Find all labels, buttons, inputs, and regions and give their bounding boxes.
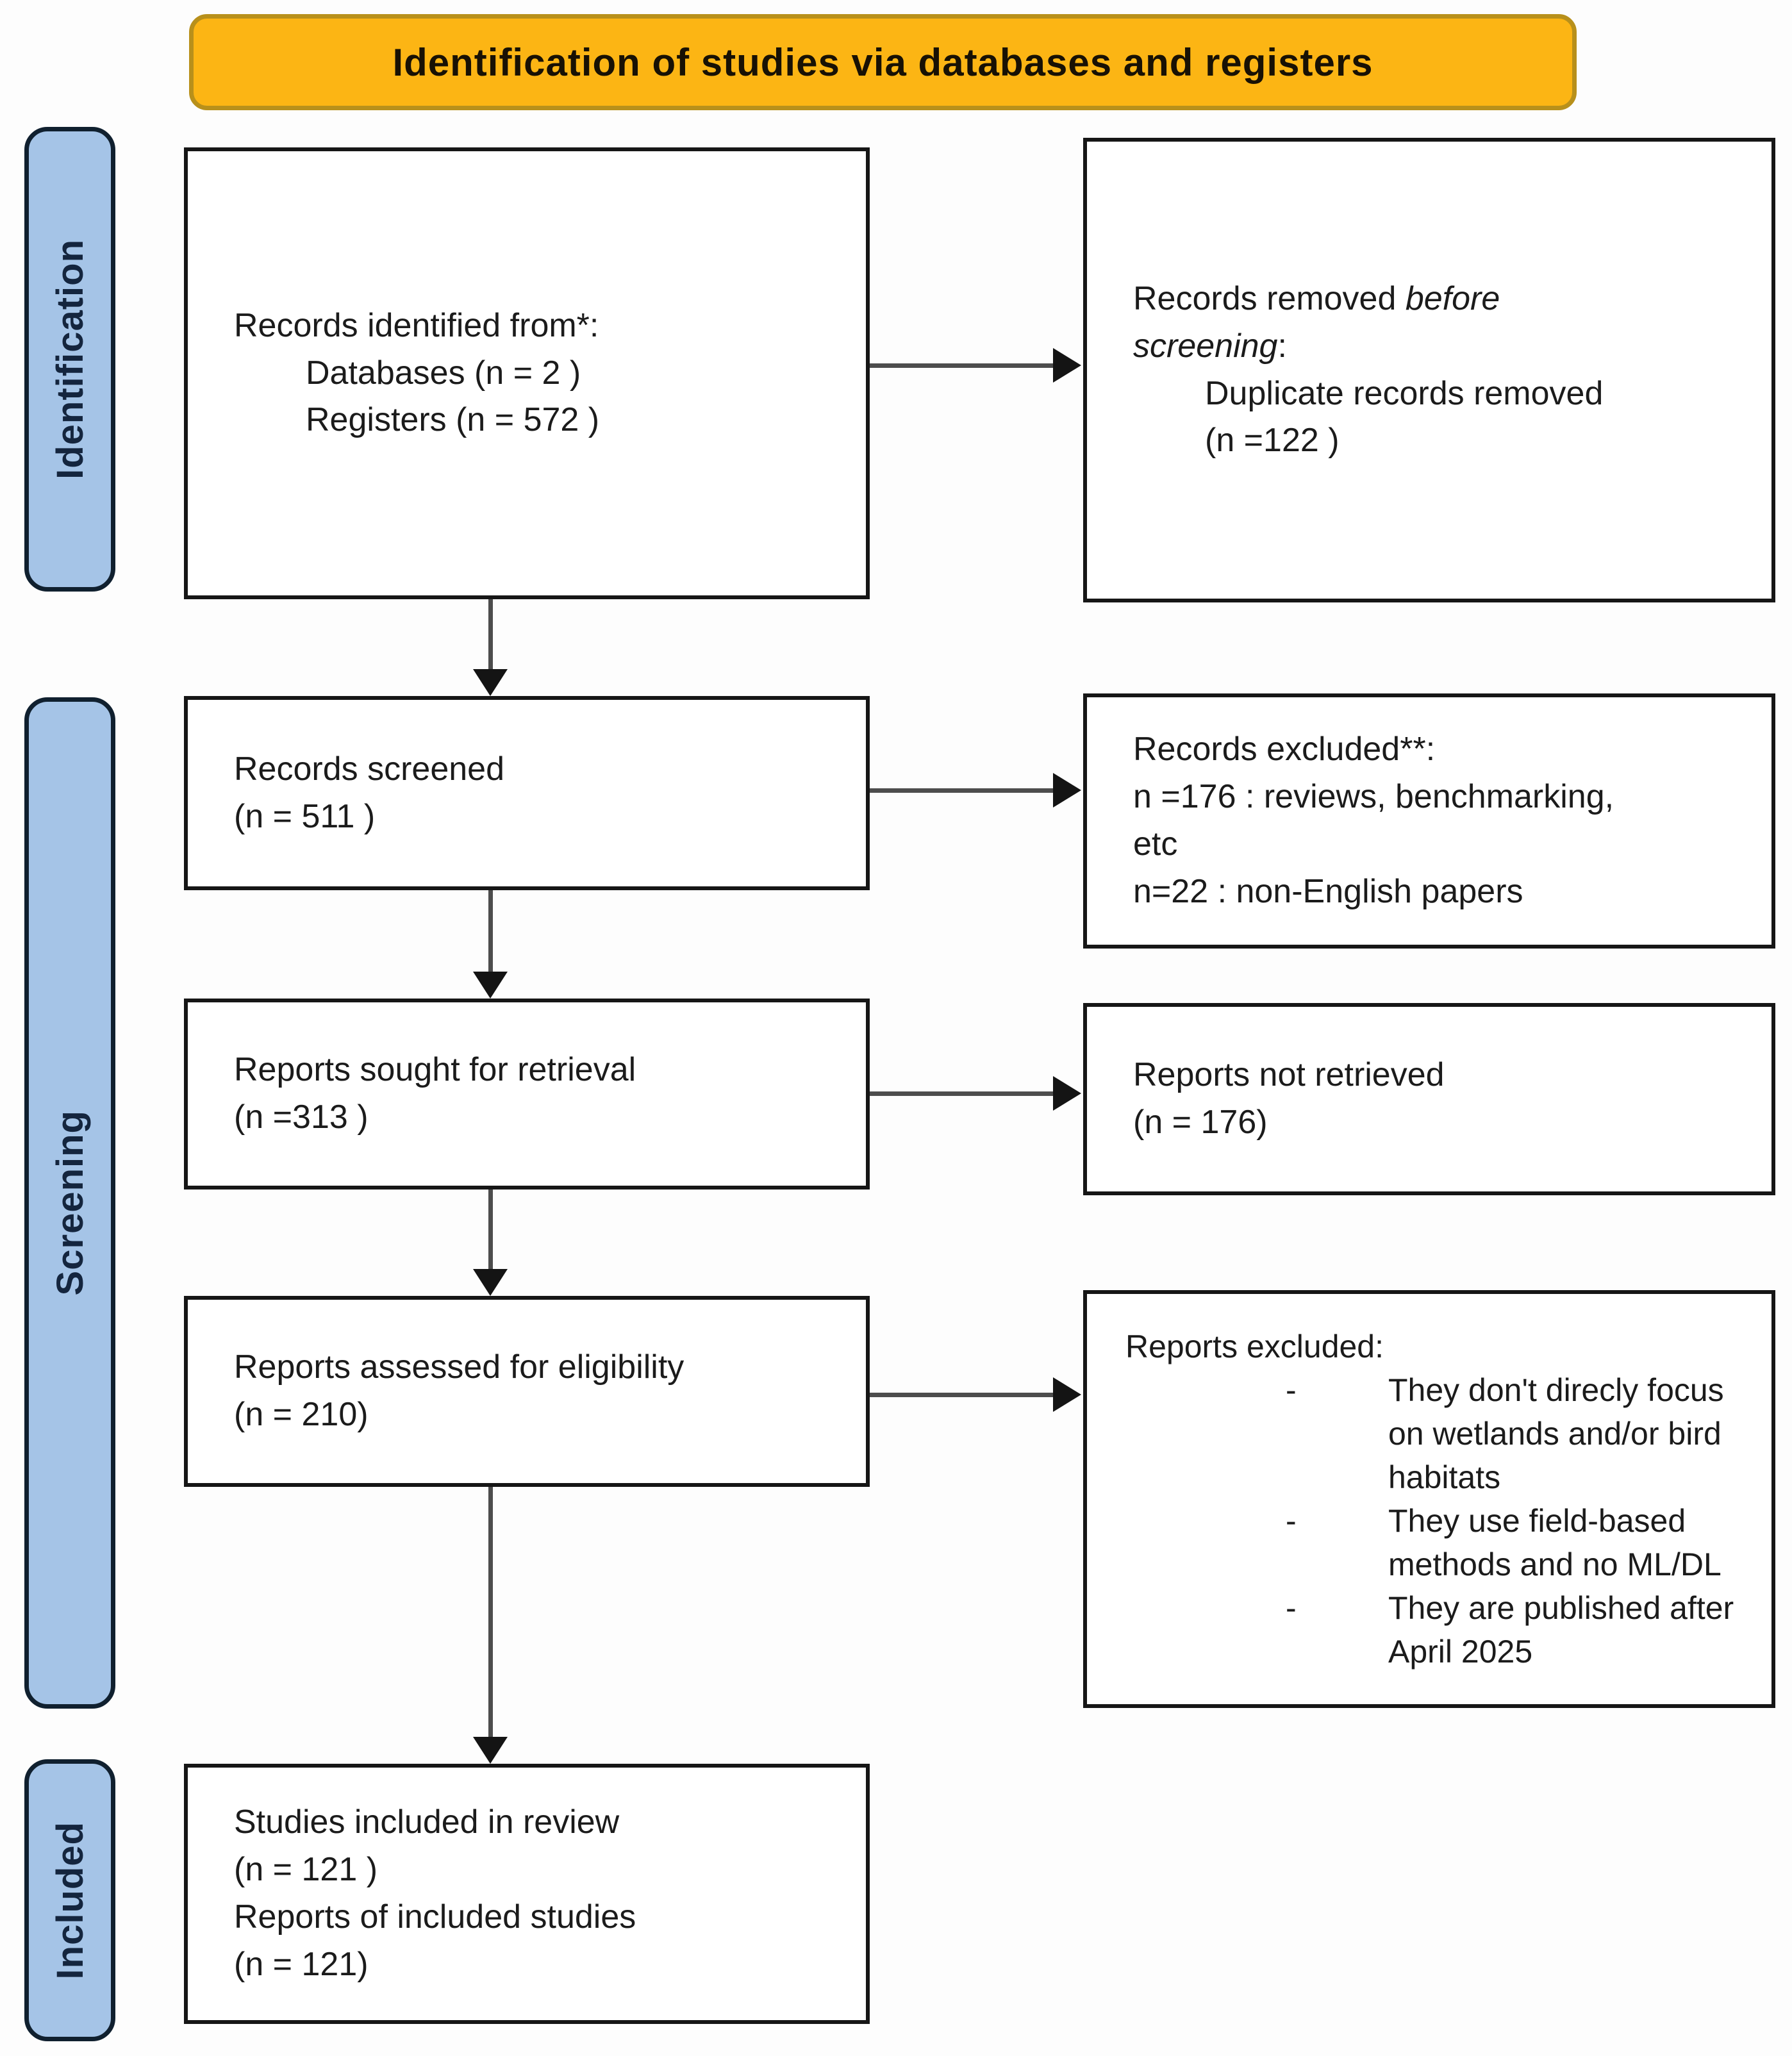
bullet-dash-icon: - [1286, 1372, 1297, 1408]
arrow-assessed-to-included-icon [473, 1487, 508, 1764]
records-identified-line2: Databases (n = 2 ) [306, 354, 581, 392]
arrow-identified-to-removed-icon [870, 348, 1081, 383]
records-excluded-line4: n=22 : non-English papers [1133, 872, 1523, 910]
reports-excluded-bullet-3: - They are published after April 2025 [1125, 1586, 1755, 1673]
box-reports-not-retrieved: Reports not retrieved (n = 176) [1083, 1003, 1775, 1195]
records-removed-line2-text: : [1277, 327, 1287, 365]
arrow-line [488, 1487, 493, 1737]
records-excluded-line1: Records excluded**: [1133, 731, 1436, 768]
box-records-removed: Records removed before screening: Duplic… [1083, 138, 1775, 602]
reports-sought-line1: Reports sought for retrieval [234, 1051, 636, 1089]
records-identified-line1: Records identified from*: [234, 306, 599, 344]
reports-excluded-bullet-1: - They don't direcly focus on wetlands a… [1125, 1368, 1755, 1499]
arrow-screened-to-sought-icon [473, 890, 508, 999]
box-reports-sought: Reports sought for retrieval (n =313 ) [184, 999, 870, 1190]
arrow-sought-to-assessed-icon [473, 1190, 508, 1296]
arrow-line [870, 363, 1053, 368]
arrow-identified-to-screened-icon [473, 599, 508, 696]
records-removed-line1: Records removed before [1133, 276, 1755, 323]
reports-not-retrieved-line1: Reports not retrieved [1133, 1056, 1445, 1094]
records-excluded-line2: n =176 : reviews, benchmarking, [1133, 778, 1614, 816]
arrow-head-icon [1053, 348, 1081, 383]
arrow-line [870, 1392, 1053, 1397]
reports-excluded-bullet-3-text: They are published after April 2025 [1388, 1590, 1734, 1670]
records-screened-line1: Records screened [234, 750, 504, 788]
reports-assessed-line2: (n = 210) [234, 1396, 369, 1433]
stage-included: Included [24, 1759, 115, 2041]
arrow-head-icon [473, 669, 508, 696]
records-removed-line2-italic: screening [1133, 327, 1278, 365]
arrow-line [870, 788, 1053, 793]
records-removed-line1-italic: before [1405, 279, 1500, 317]
box-reports-excluded: Reports excluded: - They don't direcly f… [1083, 1290, 1775, 1708]
bullet-dash-icon: - [1286, 1503, 1297, 1539]
records-removed-line3: Duplicate records removed [1205, 374, 1604, 412]
bullet-dash-icon: - [1286, 1590, 1297, 1626]
stage-identification: Identification [24, 127, 115, 592]
records-screened-line2: (n = 511 ) [234, 797, 376, 835]
reports-excluded-bullet-2-text: They use field-based methods and no ML/D… [1388, 1503, 1721, 1582]
title-banner: Identification of studies via databases … [189, 14, 1577, 110]
records-removed-line2: screening: [1133, 323, 1755, 370]
arrow-sought-to-not-retrieved-icon [870, 1076, 1081, 1111]
arrow-line [488, 1190, 493, 1269]
arrow-head-icon [1053, 1076, 1081, 1111]
studies-included-line4: (n = 121) [234, 1945, 369, 1983]
studies-included-line3: Reports of included studies [234, 1898, 636, 1936]
arrow-line [488, 599, 493, 669]
box-records-identified: Records identified from*: Databases (n =… [184, 147, 870, 599]
arrow-screened-to-excluded-icon [870, 773, 1081, 808]
reports-excluded-bullet-2: - They use field-based methods and no ML… [1125, 1499, 1755, 1586]
studies-included-line1: Studies included in review [234, 1803, 620, 1841]
box-studies-included: Studies included in review (n = 121 ) Re… [184, 1764, 870, 2024]
box-reports-assessed: Reports assessed for eligibility (n = 21… [184, 1296, 870, 1487]
arrow-head-icon [1053, 773, 1081, 808]
arrow-assessed-to-reports-excluded-icon [870, 1377, 1081, 1412]
records-excluded-line3: etc [1133, 825, 1178, 863]
reports-sought-line2: (n =313 ) [234, 1098, 369, 1136]
reports-not-retrieved-line2: (n = 176) [1133, 1104, 1268, 1141]
arrow-head-icon [1053, 1377, 1081, 1412]
arrow-line [870, 1091, 1053, 1096]
box-records-screened: Records screened (n = 511 ) [184, 696, 870, 890]
reports-excluded-title: Reports excluded: [1125, 1329, 1384, 1364]
reports-assessed-line1: Reports assessed for eligibility [234, 1348, 684, 1386]
reports-excluded-bullet-1-text: They don't direcly focus on wetlands and… [1388, 1372, 1724, 1495]
stage-included-label: Included [49, 1821, 91, 1980]
stage-screening-label: Screening [49, 1110, 91, 1296]
stage-identification-label: Identification [49, 239, 91, 479]
title-text: Identification of studies via databases … [392, 40, 1373, 84]
arrow-line [488, 890, 493, 972]
arrow-head-icon [473, 972, 508, 999]
records-removed-line1-text: Records removed [1133, 279, 1406, 317]
stage-screening: Screening [24, 697, 115, 1709]
records-identified-line3: Registers (n = 572 ) [306, 401, 600, 439]
studies-included-line2: (n = 121 ) [234, 1851, 378, 1889]
arrow-head-icon [473, 1269, 508, 1296]
box-records-excluded: Records excluded**: n =176 : reviews, be… [1083, 693, 1775, 949]
arrow-head-icon [473, 1737, 508, 1764]
records-removed-line4: (n =122 ) [1205, 422, 1340, 460]
